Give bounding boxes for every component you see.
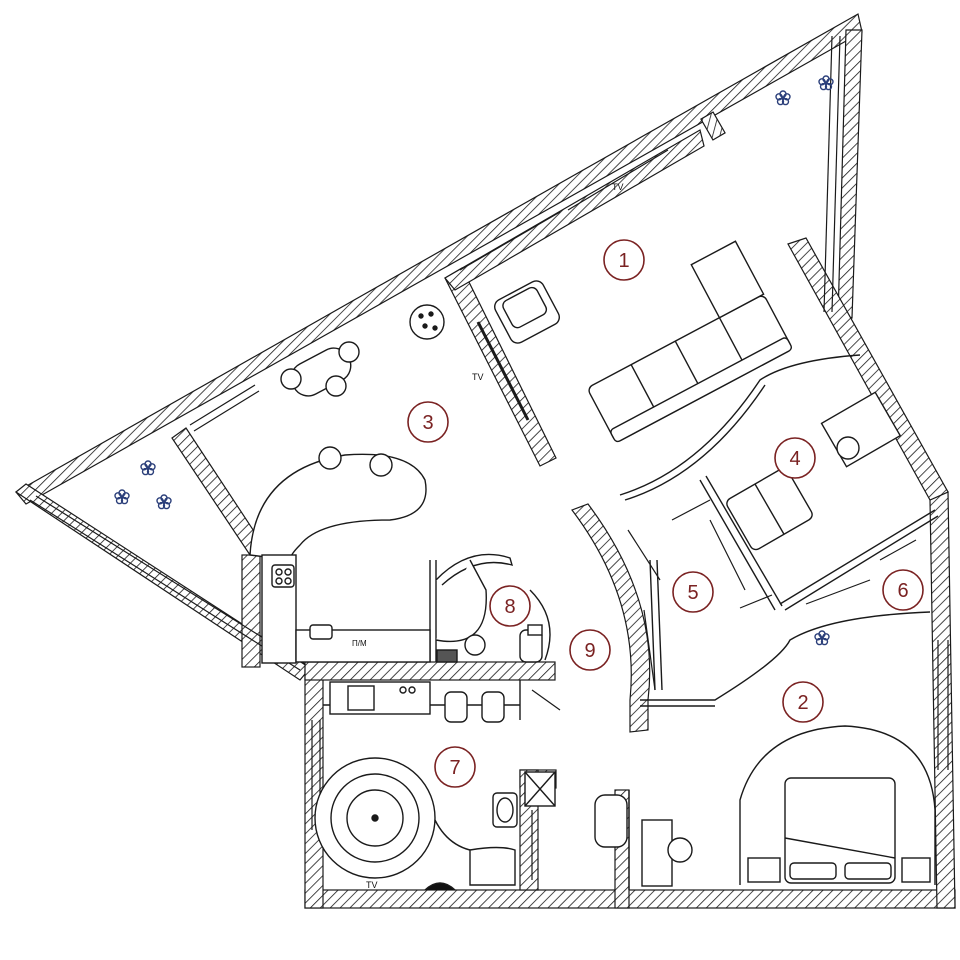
wall-wardrobe-left bbox=[571, 503, 651, 733]
room-marker-circle bbox=[569, 629, 611, 671]
study-sofa bbox=[726, 468, 813, 551]
wall-living-top bbox=[444, 129, 705, 291]
partitions bbox=[323, 354, 939, 890]
closet-hangers bbox=[531, 499, 917, 880]
tv-labels: TV TV TV bbox=[366, 182, 624, 890]
appliance-label: П/М bbox=[352, 639, 367, 648]
room-marker-circle bbox=[774, 437, 816, 479]
sofa bbox=[588, 240, 792, 443]
room-marker-2: 2 bbox=[782, 681, 824, 723]
room-marker-8: 8 bbox=[489, 585, 531, 627]
wall-kitchen-left bbox=[171, 427, 266, 559]
room-marker-circle bbox=[407, 401, 449, 443]
room-marker-5: 5 bbox=[672, 571, 714, 613]
master-bath bbox=[314, 681, 556, 891]
desk bbox=[641, 819, 673, 887]
study-furniture bbox=[726, 391, 902, 551]
room-markers: 1 2 3 4 5 6 7 8 9 bbox=[407, 239, 924, 788]
kitchen-furniture bbox=[249, 304, 445, 664]
room-marker-6: 6 bbox=[882, 569, 924, 611]
room-number: 7 bbox=[449, 757, 460, 779]
tv-label: TV bbox=[612, 182, 624, 192]
room-number: 3 bbox=[422, 412, 433, 434]
room-number: 6 bbox=[897, 580, 908, 602]
guest-bath bbox=[435, 553, 551, 663]
room-marker-7: 7 bbox=[434, 746, 476, 788]
room-number: 8 bbox=[504, 596, 515, 618]
room-number: 5 bbox=[687, 582, 698, 604]
room-marker-circle bbox=[882, 569, 924, 611]
wall-bottom bbox=[304, 889, 956, 909]
plant-icon bbox=[140, 460, 156, 476]
outer-walls bbox=[14, 13, 956, 909]
bed bbox=[784, 777, 896, 884]
wall-kitchen-left-lower bbox=[241, 554, 261, 668]
wall-kitchen-bath bbox=[304, 661, 556, 681]
pier-1 bbox=[700, 111, 726, 141]
armchair bbox=[494, 280, 560, 344]
room-number: 9 bbox=[584, 640, 595, 662]
plant-icon bbox=[814, 630, 830, 646]
plant-icon bbox=[156, 494, 172, 510]
room-marker-circle bbox=[672, 571, 714, 613]
wall-terrace-right bbox=[837, 29, 863, 319]
tv-label: TV bbox=[472, 372, 484, 382]
room-marker-circle bbox=[603, 239, 645, 281]
tv-label: TV bbox=[366, 880, 378, 890]
kitchen-island bbox=[249, 453, 427, 561]
room-marker-3: 3 bbox=[407, 401, 449, 443]
room-marker-9: 9 bbox=[569, 629, 611, 671]
room-marker-circle bbox=[434, 746, 476, 788]
room-marker-circle bbox=[782, 681, 824, 723]
bedroom-furniture bbox=[594, 725, 936, 887]
room-marker-4: 4 bbox=[774, 437, 816, 479]
shower-cabin bbox=[469, 846, 516, 886]
room-number: 1 bbox=[618, 250, 629, 272]
room-number: 2 bbox=[797, 692, 808, 714]
living-room-furniture bbox=[476, 240, 792, 443]
room-marker-circle bbox=[489, 585, 531, 627]
wall-right-lower bbox=[929, 491, 956, 909]
plant-icon bbox=[775, 90, 791, 106]
windows bbox=[29, 35, 949, 830]
room-marker-1: 1 bbox=[603, 239, 645, 281]
plant-icon bbox=[114, 489, 130, 505]
room-number: 4 bbox=[789, 448, 800, 470]
